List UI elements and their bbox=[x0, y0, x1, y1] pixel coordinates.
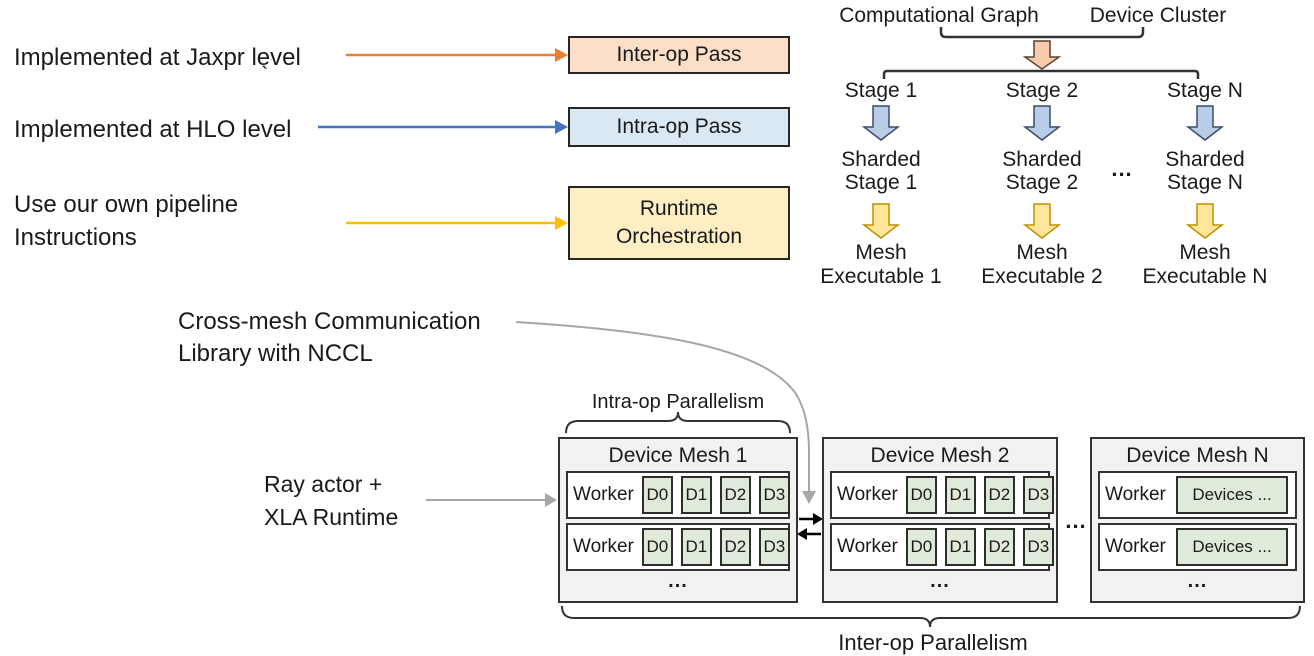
cross-mesh-arrowhead-icon bbox=[802, 491, 816, 504]
pipeline-arrowhead-icon bbox=[555, 216, 568, 230]
ray-actor-label: Ray actor + XLA Runtime bbox=[264, 471, 399, 530]
device-cluster-label: Device Cluster bbox=[1089, 4, 1227, 27]
worker-label: Worker bbox=[837, 536, 898, 557]
jaxpr-arrowhead-icon bbox=[555, 48, 568, 62]
intra-op-pass-box: Intra-op Pass bbox=[568, 107, 790, 147]
mesh-ellipsis: ... bbox=[930, 570, 950, 592]
device-box: D2 bbox=[983, 528, 1015, 566]
intra-op-brace bbox=[565, 411, 791, 434]
device-box: D0 bbox=[905, 476, 937, 514]
inter-op-parallelism-label: Inter-op Parallelism bbox=[838, 630, 1028, 655]
worker-label: Worker bbox=[1105, 536, 1166, 557]
mesh-title: Device Mesh N bbox=[1126, 444, 1269, 467]
device-box: D3 bbox=[1022, 476, 1054, 514]
inter-op-pass-box: Inter-op Pass bbox=[568, 36, 790, 74]
device-box: D1 bbox=[680, 476, 712, 514]
device-box: D2 bbox=[719, 528, 751, 566]
sharded-stage-1-label: Sharded Stage 1 bbox=[841, 148, 921, 194]
device-mesh-n: Device Mesh N Worker Devices ... Worker … bbox=[1090, 437, 1305, 603]
stray-mark: ` bbox=[261, 62, 269, 87]
worker-label: Worker bbox=[573, 484, 634, 505]
orange-block-arrow-icon bbox=[1022, 40, 1062, 70]
worker-label: Worker bbox=[837, 484, 898, 505]
devices-box: Devices ... bbox=[1176, 528, 1288, 566]
worker-row: Worker D0 D1 D2 D3 bbox=[830, 471, 1054, 519]
worker-row: Worker Devices ... bbox=[1098, 471, 1297, 519]
label-jaxpr-level: Implemented at Jaxpr level bbox=[14, 44, 301, 71]
mesh-gap-ellipsis: ... bbox=[1065, 508, 1087, 533]
stage-n-label: Stage N bbox=[1167, 79, 1243, 102]
hlo-arrowhead-icon bbox=[555, 120, 568, 134]
mesh-link-left-arrowhead-icon bbox=[797, 528, 807, 540]
device-box: D2 bbox=[983, 476, 1015, 514]
cross-mesh-label: Cross-mesh Communication Library with NC… bbox=[178, 308, 481, 367]
ray-arrowhead-icon bbox=[545, 493, 557, 507]
sharded-stage-2-label: Sharded Stage 2 bbox=[1002, 148, 1082, 194]
mesh-ellipsis: ... bbox=[1187, 570, 1208, 592]
computational-graph-label: Computational Graph bbox=[839, 4, 1039, 27]
spread-bracket bbox=[882, 69, 1200, 79]
device-mesh-1: Device Mesh 1 Worker D0 D1 D2 D3 Worker … bbox=[558, 437, 798, 603]
device-mesh-2: Device Mesh 2 Worker D0 D1 D2 D3 Worker … bbox=[822, 437, 1058, 603]
stage-1-label: Stage 1 bbox=[844, 79, 918, 102]
label-hlo-level: Implemented at HLO level bbox=[14, 116, 292, 143]
device-box: D2 bbox=[719, 476, 751, 514]
device-box: D3 bbox=[758, 528, 790, 566]
device-box: D0 bbox=[905, 528, 937, 566]
runtime-orchestration-box: Runtime Orchestration bbox=[568, 186, 790, 260]
sharded-stage-n-label: Sharded Stage N bbox=[1165, 148, 1245, 194]
blue-block-arrow-icon-1 bbox=[861, 105, 901, 141]
yellow-block-arrow-icon-1 bbox=[861, 203, 901, 239]
devices-box: Devices ... bbox=[1176, 476, 1288, 514]
cross-mesh-connector bbox=[515, 321, 810, 491]
flow-ellipsis: ... bbox=[1111, 156, 1133, 181]
merge-bracket bbox=[939, 27, 1145, 39]
device-box: D1 bbox=[944, 476, 976, 514]
mesh-executable-1-label: Mesh Executable 1 bbox=[820, 241, 942, 288]
mesh-executable-n-label: Mesh Executable N bbox=[1142, 241, 1268, 288]
mesh-ellipsis: ... bbox=[668, 570, 688, 592]
mesh-link-right-arrowhead-icon bbox=[813, 513, 823, 525]
mesh-executable-2-label: Mesh Executable 2 bbox=[981, 241, 1103, 288]
device-box: D1 bbox=[944, 528, 976, 566]
yellow-block-arrow-icon-3 bbox=[1185, 203, 1225, 239]
yellow-block-arrow-icon-2 bbox=[1022, 203, 1062, 239]
worker-row: Worker D0 D1 D2 D3 bbox=[566, 471, 790, 519]
worker-label: Worker bbox=[573, 536, 634, 557]
stage-2-label: Stage 2 bbox=[1005, 79, 1079, 102]
mesh-title: Device Mesh 1 bbox=[608, 444, 748, 467]
device-box: D0 bbox=[641, 528, 673, 566]
mesh-title: Device Mesh 2 bbox=[870, 444, 1010, 467]
inter-op-brace bbox=[561, 605, 1301, 628]
intra-op-parallelism-label: Intra-op Parallelism bbox=[591, 391, 765, 413]
worker-row: Worker Devices ... bbox=[1098, 523, 1297, 571]
device-box: D0 bbox=[641, 476, 673, 514]
worker-row: Worker D0 D1 D2 D3 bbox=[830, 523, 1054, 571]
device-box: D3 bbox=[758, 476, 790, 514]
worker-label: Worker bbox=[1105, 484, 1166, 505]
worker-row: Worker D0 D1 D2 D3 bbox=[566, 523, 790, 571]
device-box: D3 bbox=[1022, 528, 1054, 566]
label-pipeline-instructions: Use our own pipeline Instructions bbox=[14, 191, 239, 251]
blue-block-arrow-icon-3 bbox=[1185, 105, 1225, 141]
device-box: D1 bbox=[680, 528, 712, 566]
blue-block-arrow-icon-2 bbox=[1022, 105, 1062, 141]
